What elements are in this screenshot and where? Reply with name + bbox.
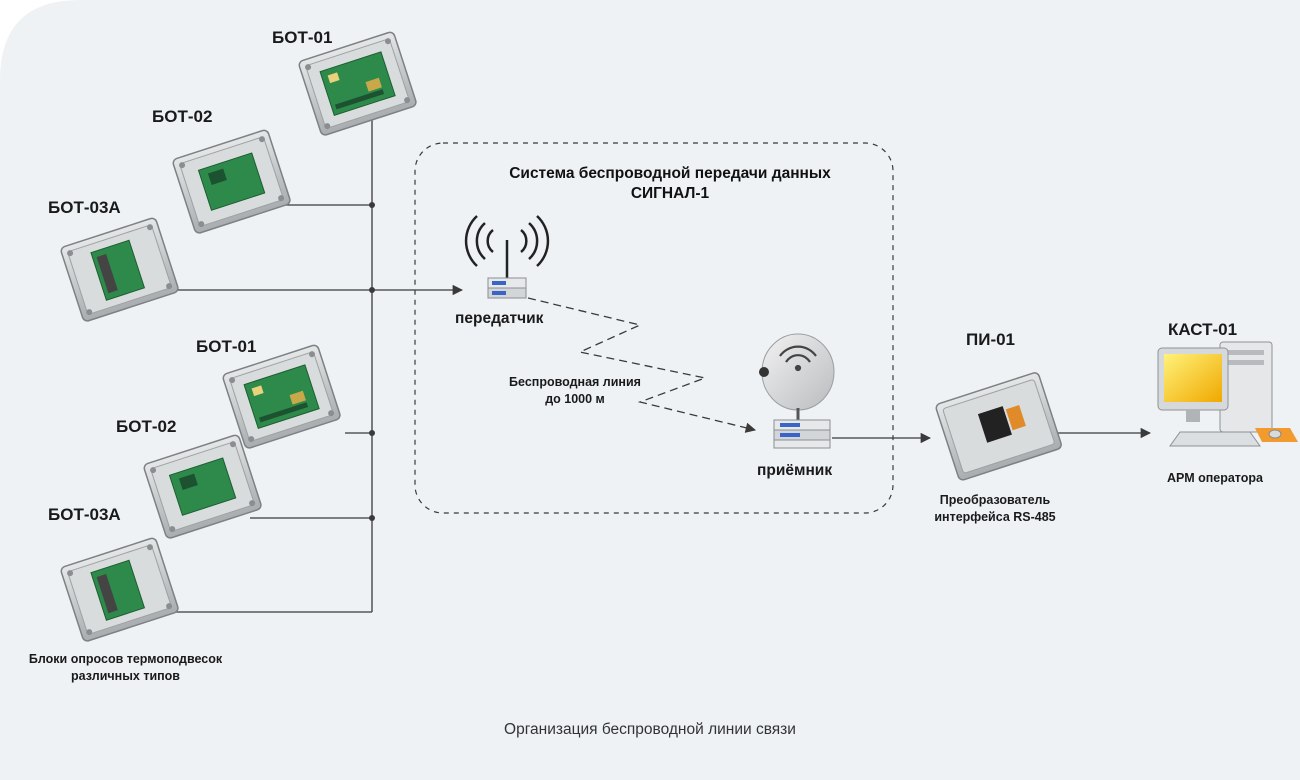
bot-01-top-label: БОТ-01 (272, 28, 333, 47)
system-boundary (414, 142, 894, 514)
bus-lines (172, 117, 1152, 613)
wireless-caption: Беспроводная линия до 1000 м (500, 374, 650, 408)
bot-01-bottom-device (221, 343, 342, 450)
receiver-device (759, 333, 835, 449)
radio-waves-icon (464, 215, 550, 267)
bot-03a-top-label: БОТ-03А (48, 198, 121, 217)
system-title-line2: СИГНАЛ-1 (630, 185, 710, 202)
blocks-caption: Блоки опросов термоподвесок различных ти… (18, 651, 233, 685)
wireless-caption-line2: до 1000 м (545, 392, 605, 406)
workstation-computer-icon (1157, 341, 1298, 447)
bot-02-bottom-label: БОТ-02 (116, 417, 177, 436)
kast-01-label: КАСТ-01 (1168, 320, 1238, 339)
pi-01-device (935, 372, 1062, 481)
transmitter-label: передатчик (455, 310, 544, 327)
converter-caption-line1: Преобразователь (939, 493, 1051, 507)
bot-03a-bottom-device (59, 536, 180, 643)
bot-01-top-device (297, 30, 418, 137)
transmitter-device (464, 215, 550, 299)
bus-junctions (369, 202, 375, 521)
bot-02-bottom-device (142, 433, 263, 540)
wireless-caption-line1: Беспроводная линия (509, 375, 641, 389)
bot-03a-bottom-label: БОТ-03А (48, 505, 121, 524)
blocks-caption-line2: различных типов (71, 669, 180, 683)
workstation-caption: АРМ оператора (1167, 471, 1263, 485)
bot-02-top-device (171, 128, 292, 235)
bot-03a-top-device (59, 216, 180, 323)
pi-01-label: ПИ-01 (966, 330, 1016, 349)
system-title: Система беспроводной передачи данных СИГ… (440, 164, 900, 204)
bot-01-bottom-label: БОТ-01 (196, 337, 257, 356)
receiver-label: приёмник (757, 462, 833, 479)
bot-02-top-label: БОТ-02 (152, 107, 213, 126)
system-title-line1: Система беспроводной передачи данных (509, 165, 831, 182)
blocks-caption-line1: Блоки опросов термоподвесок (28, 652, 223, 666)
converter-caption: Преобразователь интерфейса RS-485 (920, 492, 1070, 526)
figure-caption: Организация беспроводной линии связи (504, 721, 796, 738)
wifi-icon (779, 345, 817, 372)
wireless-link (527, 297, 757, 433)
converter-caption-line2: интерфейса RS-485 (934, 510, 1056, 524)
